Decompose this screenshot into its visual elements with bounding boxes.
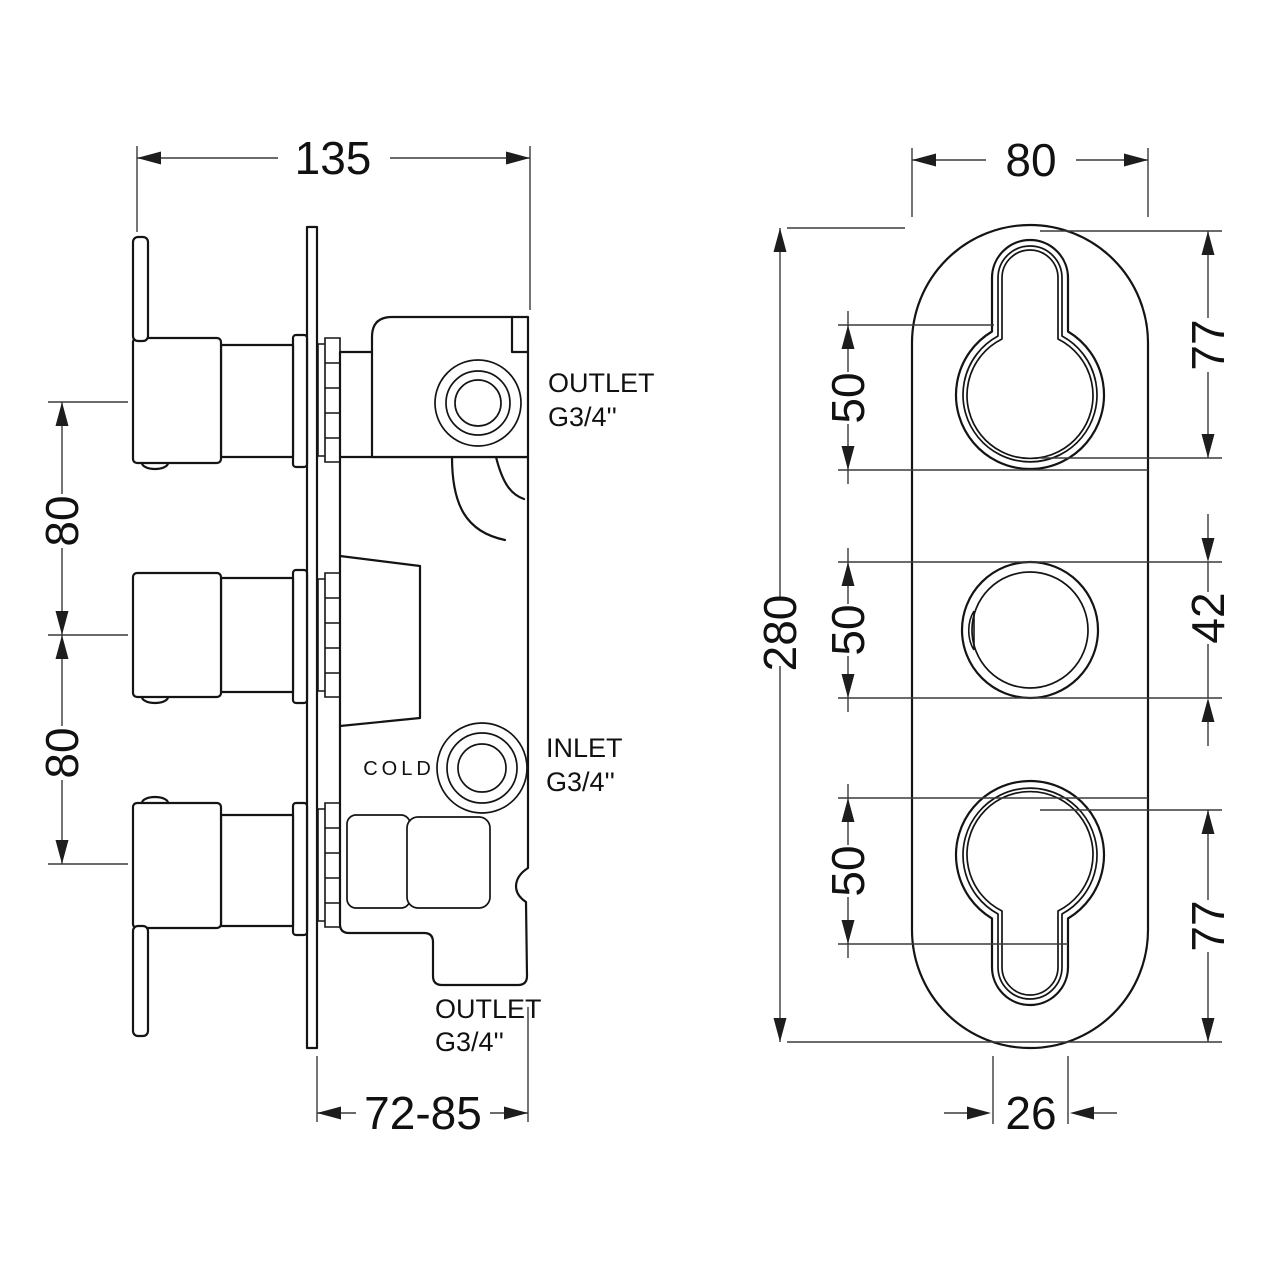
front-bottomoffset-arrow-bottom: [1201, 1018, 1215, 1042]
side-view: 135 80 80 72-85 COLD: [36, 132, 655, 1139]
bottom-handle-flange: [291, 801, 309, 937]
front-middiameter-dim-text: 42: [1182, 592, 1234, 643]
top-control: [954, 238, 1106, 471]
side-width-arrow-right: [506, 151, 530, 165]
side-depth-dim-text: 72-85: [364, 1087, 482, 1139]
middle-handle-stem: [219, 576, 295, 694]
bottom-handle-detail: [140, 795, 170, 805]
front-topoffset-arrow-top: [1201, 231, 1215, 255]
front-topoffset-arrow-bottom: [1201, 434, 1215, 458]
front-bottomhole-dim-text: 50: [822, 845, 874, 896]
top-handle-lever: [131, 235, 150, 343]
middle-control: [960, 560, 1100, 700]
top-handle-stem: [219, 343, 295, 459]
side-spacing-arrow-mid-lower: [55, 635, 69, 659]
front-slotwidth-arrow-left: [967, 1106, 991, 1120]
body-port-boss-left: [346, 814, 411, 909]
top-handle: [131, 235, 309, 471]
middle-handle-detail: [140, 695, 170, 705]
front-width-arrow-left: [912, 153, 936, 167]
side-spacing-arrow-mid-upper: [55, 611, 69, 635]
front-middiameter-arrow-top: [1201, 538, 1215, 562]
side-width-arrow-left: [137, 151, 161, 165]
outlet-top-label-line1: OUTLET: [548, 368, 655, 398]
body-port-boss-right: [406, 816, 491, 909]
side-depth-arrow-right: [504, 1106, 528, 1120]
front-view: 80 280 50 50 50 77 42 77: [754, 134, 1234, 1139]
front-height-arrow-bottom: [773, 1018, 787, 1042]
front-bottomoffset-arrow-top: [1201, 810, 1215, 834]
side-spacing-bottom-text: 80: [36, 727, 88, 778]
front-width-arrow-right: [1124, 153, 1148, 167]
front-slotwidth-dim-text: 26: [1005, 1087, 1056, 1139]
inlet-port-inner: [457, 743, 507, 793]
wall-plate: [305, 225, 319, 1050]
body-waterway-curves: [450, 455, 526, 542]
outlet-bottom-label-line1: OUTLET: [435, 994, 542, 1024]
middle-handle: [131, 568, 309, 705]
body-top-notch: [510, 315, 530, 354]
outlet-port-inner: [454, 379, 502, 427]
valve-body: COLD: [338, 315, 530, 987]
outlet-top-label-line2: G3/4'': [548, 402, 617, 432]
front-height-arrow-top: [773, 228, 787, 252]
front-tophole-arrow-top: [841, 325, 855, 349]
top-handle-knob: [131, 336, 223, 465]
front-middiameter-arrow-bottom: [1201, 698, 1215, 722]
bottom-handle-lever: [131, 924, 150, 1038]
front-tophole-arrow-bottom: [841, 446, 855, 470]
front-midhole-arrow-bottom: [841, 674, 855, 698]
front-bottomoffset-dim-text: 77: [1182, 900, 1234, 951]
side-spacing-arrow-top: [55, 402, 69, 426]
side-depth-arrow-left: [317, 1106, 341, 1120]
front-slotwidth-arrow-right: [1070, 1106, 1094, 1120]
front-bottomhole-arrow-top: [841, 798, 855, 822]
bottom-handle-stem: [219, 813, 295, 928]
top-control-inner: [966, 249, 1094, 460]
middle-control-notch: [967, 610, 975, 651]
front-extension-lines: [787, 148, 1222, 1124]
front-bottomhole-arrow-bottom: [841, 920, 855, 944]
body-face-step: [338, 350, 374, 459]
middle-control-inner: [971, 571, 1089, 689]
side-spacing-top-text: 80: [36, 495, 88, 546]
stack-bottom: [317, 802, 341, 928]
bottom-control-inner: [966, 790, 1094, 996]
front-tophole-dim-text: 50: [822, 372, 874, 423]
middle-handle-knob: [131, 571, 223, 699]
cartridge-stacks: [317, 337, 341, 928]
bottom-handle-knob: [131, 801, 223, 930]
stack-top: [317, 337, 341, 463]
top-handle-detail: [140, 461, 170, 471]
side-extension-lines: [48, 146, 531, 1122]
bottom-handle: [131, 795, 309, 1038]
side-width-dim-text: 135: [295, 132, 372, 184]
inlet-label-line1: INLET: [546, 733, 623, 763]
body-cartridge-lines: [338, 554, 422, 728]
front-height-dim-text: 280: [754, 595, 806, 672]
inlet-label-line2: G3/4'': [546, 767, 615, 797]
front-midhole-arrow-top: [841, 562, 855, 586]
stack-middle: [317, 572, 341, 698]
outlet-bottom-label-line2: G3/4'': [435, 1027, 504, 1057]
side-labels: OUTLET G3/4'' INLET G3/4'' OUTLET G3/4'': [435, 368, 655, 1057]
front-width-dim-text: 80: [1005, 134, 1056, 186]
side-spacing-arrow-bottom: [55, 840, 69, 864]
front-midhole-dim-text: 50: [822, 604, 874, 655]
bottom-control: [954, 779, 1106, 1007]
front-topoffset-dim-text: 77: [1182, 319, 1234, 370]
middle-handle-flange: [291, 568, 309, 705]
cold-marking: COLD: [363, 758, 435, 780]
top-handle-flange: [291, 333, 309, 469]
